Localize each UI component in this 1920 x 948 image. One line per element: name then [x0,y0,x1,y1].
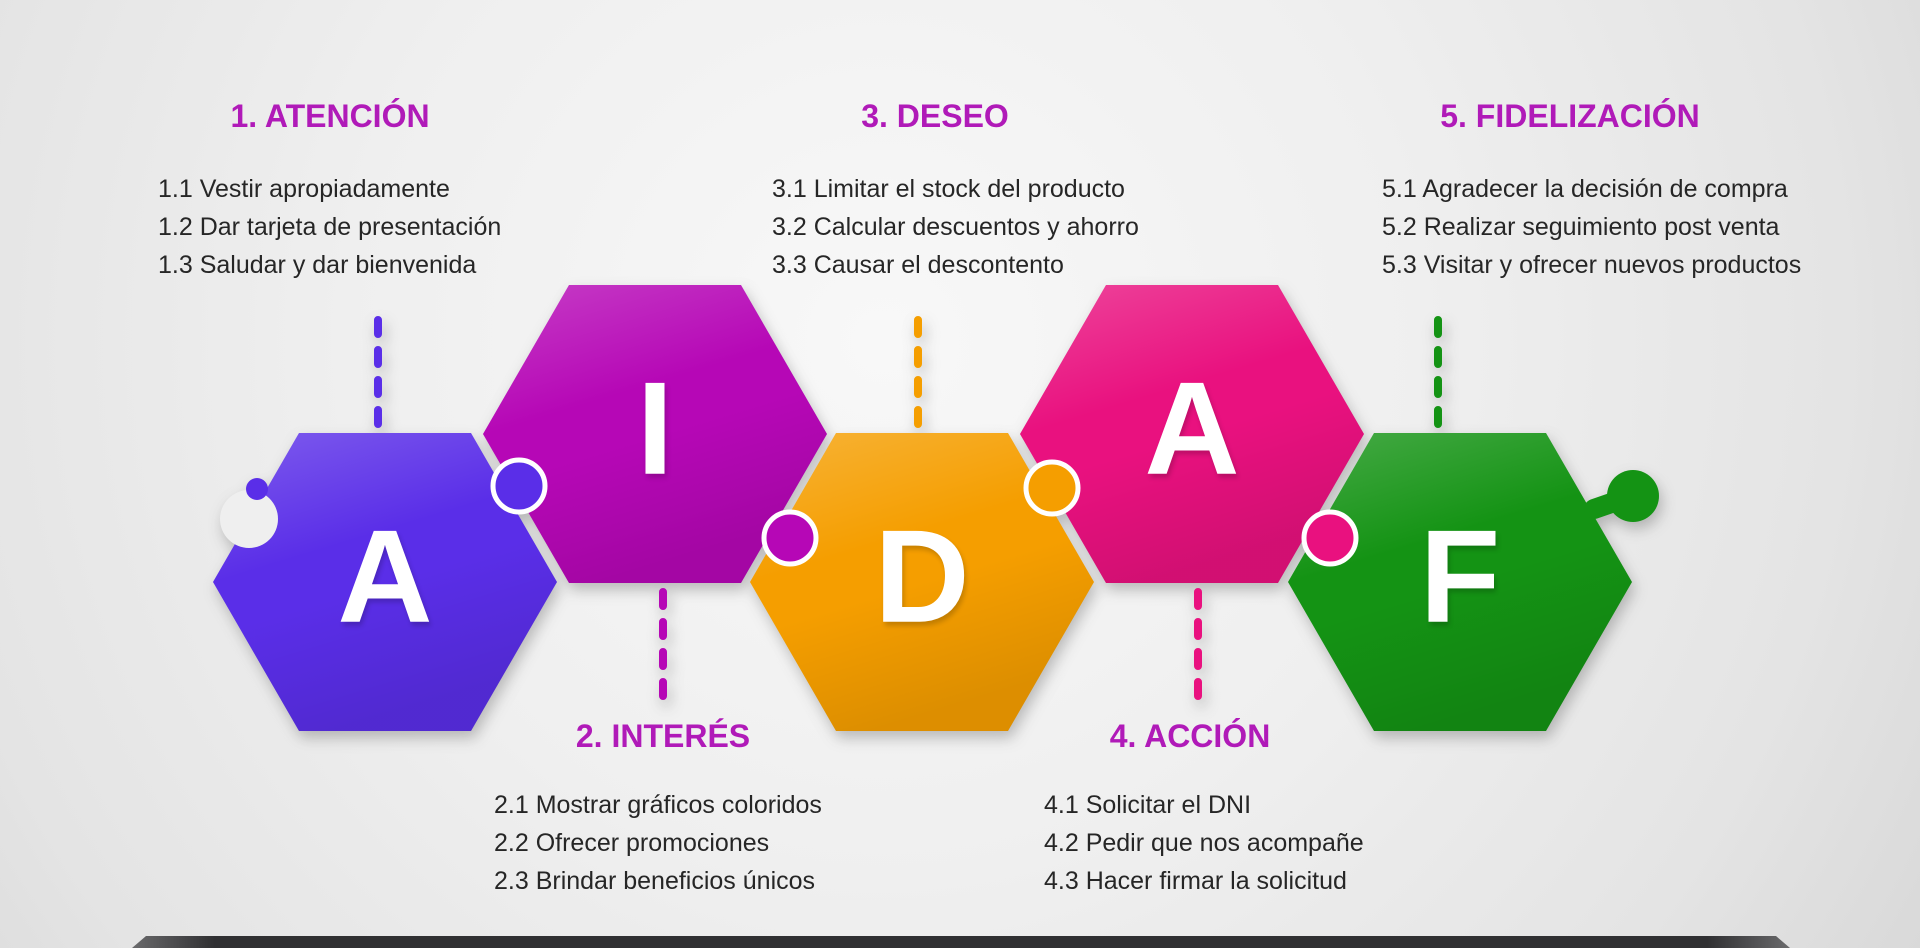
hexagon-i-sheen [483,285,827,583]
section-heading-interes: 2. INTERÉS [575,718,751,754]
hexagon-fidelizacion [1288,433,1632,731]
hexagon-letter-d: D [874,502,970,650]
hexagon-a2-sheen [1020,285,1364,583]
section-heading-atencion: 1. ATENCIÓN [230,98,430,134]
bottom-edge-bar [132,936,1790,948]
section-item: 3.1 Limitar el stock del producto [772,175,1125,203]
section-items-deseo: 3.1 Limitar el stock del producto 3.2 Ca… [772,170,1139,284]
section-item: 1.2 Dar tarjeta de presentación [158,213,502,241]
section-item: 4.1 Solicitar el DNI [1044,791,1252,819]
section-item: 1.1 Vestir apropiadamente [158,175,450,203]
section-item: 1.3 Saludar y dar bienvenida [158,251,477,279]
puzzle-socket-hook [246,478,268,500]
section-item: 4.3 Hacer firmar la solicitud [1044,867,1347,895]
section-item: 3.3 Causar el descontento [772,251,1064,279]
hexagon-letter-i: I [636,354,674,502]
section-item: 5.1 Agradecer la decisión de compra [1382,175,1788,203]
puzzle-knob-blue [490,457,548,515]
section-heading-accion: 4. ACCIÓN [1109,718,1271,754]
puzzle-knob-green [1607,470,1659,522]
puzzle-knob-orange [1023,459,1081,517]
hexagon-letter-a2: A [1144,354,1240,502]
puzzle-socket-left [220,490,278,548]
hexagon-letter-a1: A [337,502,433,650]
hexagon-a1-sheen [213,433,557,731]
section-items-fidelizacion: 5.1 Agradecer la decisión de compra 5.2 … [1382,170,1801,284]
section-item: 2.3 Brindar beneficios únicos [494,867,816,895]
section-item: 5.2 Realizar seguimiento post venta [1382,213,1780,241]
section-items-atencion: 1.1 Vestir apropiadamente 1.2 Dar tarjet… [158,170,501,284]
hexagon-letter-f: F [1419,502,1501,650]
hexagon-f-sheen [1288,433,1632,731]
hexagon-accion [1020,285,1364,583]
section-item: 2.2 Ofrecer promociones [494,829,770,857]
section-items-interes: 2.1 Mostrar gráficos coloridos 2.2 Ofrec… [494,786,822,900]
hexagon-atencion [213,433,557,731]
hexagon-deseo [750,433,1094,731]
puzzle-knob-pink [1301,509,1359,567]
section-item: 5.3 Visitar y ofrecer nuevos productos [1382,251,1802,279]
section-item: 2.1 Mostrar gráficos coloridos [494,791,822,819]
section-heading-fidelizacion: 5. FIDELIZACIÓN [1440,98,1700,134]
section-heading-deseo: 3. DESEO [861,98,1009,134]
puzzle-knob-magenta [761,509,819,567]
section-items-accion: 4.1 Solicitar el DNI 4.2 Pedir que nos a… [1044,786,1364,900]
hexagon-d-sheen [750,433,1094,731]
section-item: 3.2 Calcular descuentos y ahorro [772,213,1139,241]
section-item: 4.2 Pedir que nos acompañe [1044,829,1364,857]
hexagon-interes [483,285,827,583]
